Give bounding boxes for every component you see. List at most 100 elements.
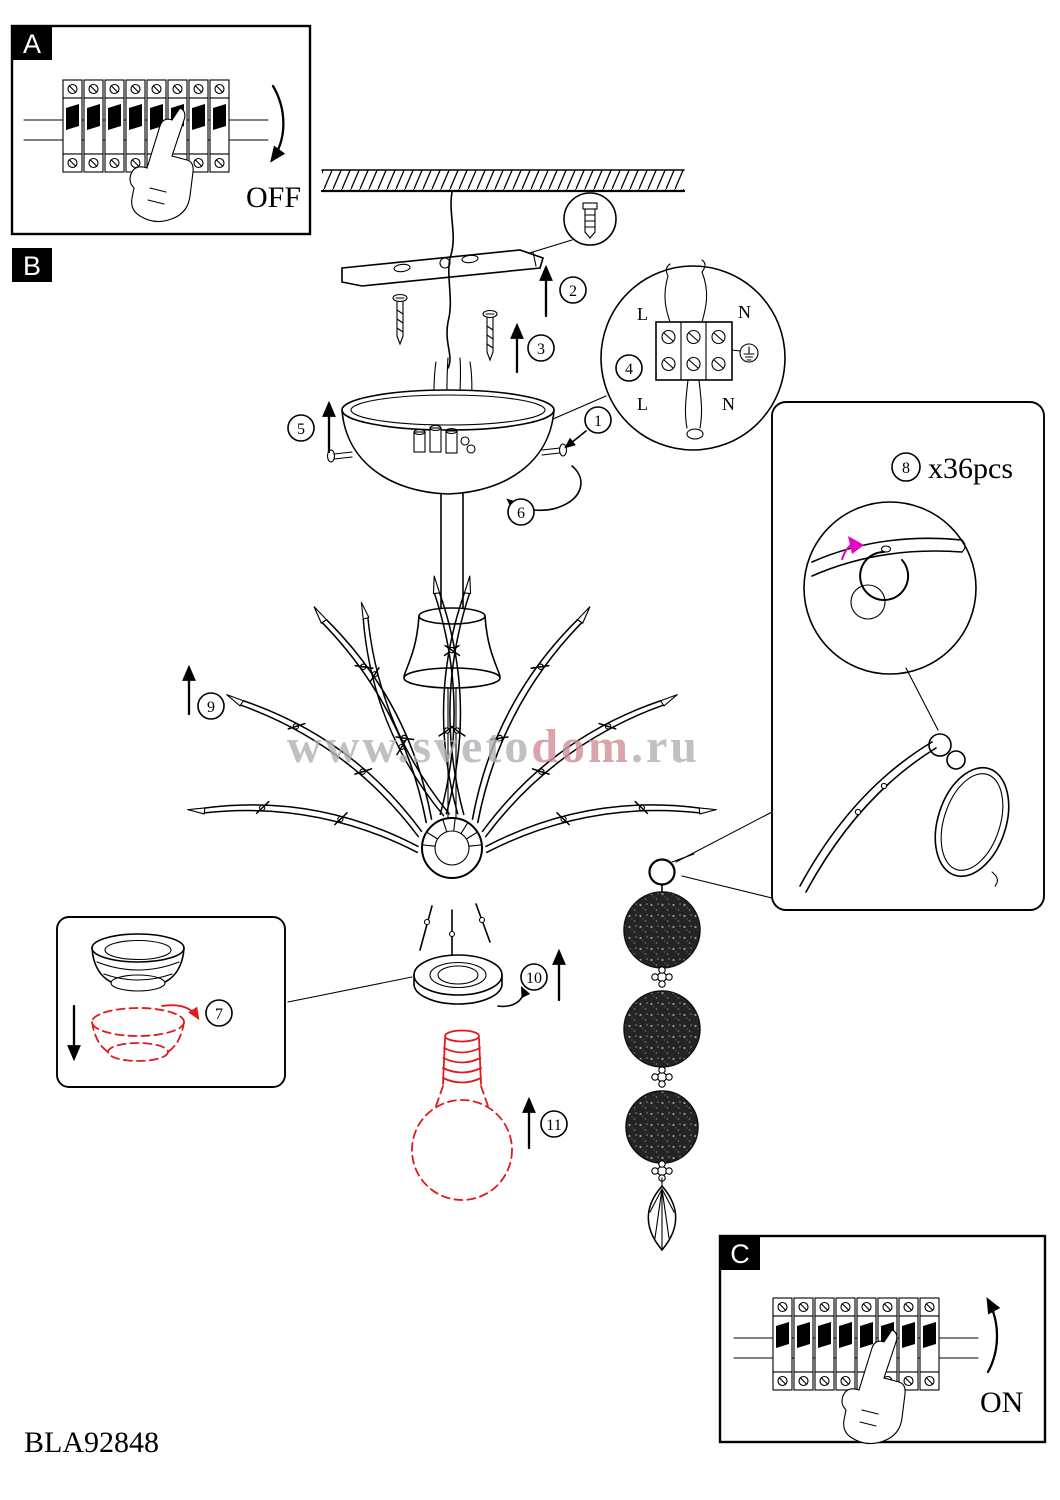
panel-b: B	[12, 248, 52, 282]
chain-arm-link	[671, 853, 695, 863]
canopy-bowl	[326, 389, 568, 495]
terminal-label-l-bottom: L	[637, 394, 648, 414]
step-marker-7: 7	[205, 999, 233, 1027]
step-marker-4: 4	[615, 354, 643, 382]
canopy-terminal-cluster	[413, 424, 476, 454]
arms-hub	[421, 817, 483, 879]
bracket-screw-left	[392, 293, 408, 346]
panel-a-label-box	[12, 26, 52, 60]
detail-panel-8-border	[771, 401, 1045, 911]
wall-plug-icon	[582, 202, 598, 239]
hanging-chain	[623, 853, 701, 1252]
step-7-number: 7	[215, 1006, 223, 1023]
ring-quantity-label: x36pcs	[928, 452, 1013, 485]
step-6-number: 6	[517, 505, 525, 522]
hanging-disc	[934, 766, 1010, 887]
terminal-block	[655, 321, 733, 381]
panel-c-label-box	[720, 1236, 760, 1270]
ground-symbol	[731, 343, 759, 363]
bead-connector-1	[651, 966, 673, 988]
panel-a-label: A	[23, 29, 41, 59]
ring-detail-circle	[803, 501, 977, 675]
bead-connector-2	[651, 1066, 673, 1088]
step-1-number: 1	[594, 413, 602, 430]
off-label: OFF	[246, 181, 301, 214]
terminal-wires	[664, 259, 708, 323]
crystal-drop	[647, 1184, 677, 1252]
ceiling-hatch	[320, 169, 686, 193]
socket-ring	[413, 954, 503, 1005]
open-ring-detail	[850, 551, 910, 620]
step-marker-11: 11	[540, 1110, 568, 1138]
panel-c-label: C	[730, 1239, 750, 1269]
bulb-glass-ghost	[411, 1085, 513, 1201]
wall-plug-detail	[499, 192, 617, 263]
red-rotate-arrow	[161, 1004, 200, 1021]
switch-off-arrow	[270, 84, 286, 163]
step-5-number: 5	[297, 421, 305, 438]
watermark-part3: .ru	[631, 720, 700, 773]
ring-detail-leader	[905, 667, 939, 731]
step-10-rotate-arrow	[497, 985, 531, 1008]
step-4-number: 4	[625, 361, 633, 378]
panel-c: C ON	[718, 1234, 1047, 1445]
wall-plug-detail-circle	[563, 192, 617, 246]
breaker-row-c	[734, 1298, 978, 1390]
panel-c-border	[718, 1234, 1047, 1444]
chain-detail-leader-1	[675, 811, 773, 863]
step-3-number: 3	[537, 341, 545, 358]
breaker-row-a	[24, 80, 268, 172]
watermark-part2: dom	[531, 720, 631, 773]
socket-ring-leader	[287, 976, 413, 1003]
switch-on-arrow	[986, 1297, 1001, 1374]
step-marker-5: 5	[287, 414, 315, 442]
detail-panel-7-border	[56, 916, 286, 1088]
step-9-number: 9	[207, 699, 215, 716]
watermark: www.svetodom.ru	[287, 720, 700, 773]
panel-a: A OFF	[10, 24, 312, 236]
bracket-screw-right	[482, 309, 498, 362]
detail-panel-8: 8 x36pcs	[771, 401, 1045, 911]
step-1-pointer	[564, 430, 587, 449]
terminal-detail: L N L N 4	[485, 259, 786, 451]
chain-detail-leader-2	[681, 875, 773, 899]
terminal-label-n-top: N	[738, 302, 751, 322]
panel-b-label-box	[12, 248, 52, 282]
canopy-screw-right	[541, 443, 568, 457]
socket-ring-top-view	[91, 933, 185, 992]
bulb-cap	[442, 1029, 482, 1085]
detail-panel-7: 7	[56, 916, 286, 1088]
arm-with-rings	[799, 733, 966, 893]
terminal-detail-circle	[600, 265, 786, 451]
bottom-finials	[419, 903, 491, 963]
terminal-label-n-bottom: N	[722, 394, 735, 414]
hanging-ring	[648, 858, 676, 886]
stem-tube	[440, 493, 464, 613]
step-2-number: 2	[569, 283, 577, 300]
canopy-screw-left	[326, 449, 353, 463]
step-marker-3: 3	[527, 334, 555, 362]
panel-a-border	[10, 24, 312, 236]
ring-gap-indicator	[841, 536, 864, 561]
step-marker-6: 6	[507, 498, 535, 526]
step-10-number: 10	[526, 970, 542, 987]
panel-b-label: B	[23, 251, 41, 281]
terminal-outgoing-cable	[684, 379, 704, 440]
on-label: ON	[980, 1386, 1023, 1419]
socket-ring-red-ghost	[91, 1007, 185, 1062]
bead-ball-3	[625, 1090, 699, 1164]
step-marker-9: 9	[197, 692, 225, 720]
bead-ball-2	[623, 990, 701, 1068]
step-marker-8: 8	[891, 452, 921, 482]
terminal-label-l-top: L	[637, 304, 648, 324]
product-code: BLA92848	[24, 1426, 159, 1459]
mounting-bracket	[341, 249, 544, 287]
bead-ball-1	[623, 891, 701, 969]
arm-tube-detail	[811, 537, 966, 577]
hanger-rod	[447, 687, 457, 819]
watermark-part1: www.sveto	[287, 720, 531, 773]
step-marker-2: 2	[559, 276, 587, 304]
step-marker-1: 1	[584, 406, 612, 434]
